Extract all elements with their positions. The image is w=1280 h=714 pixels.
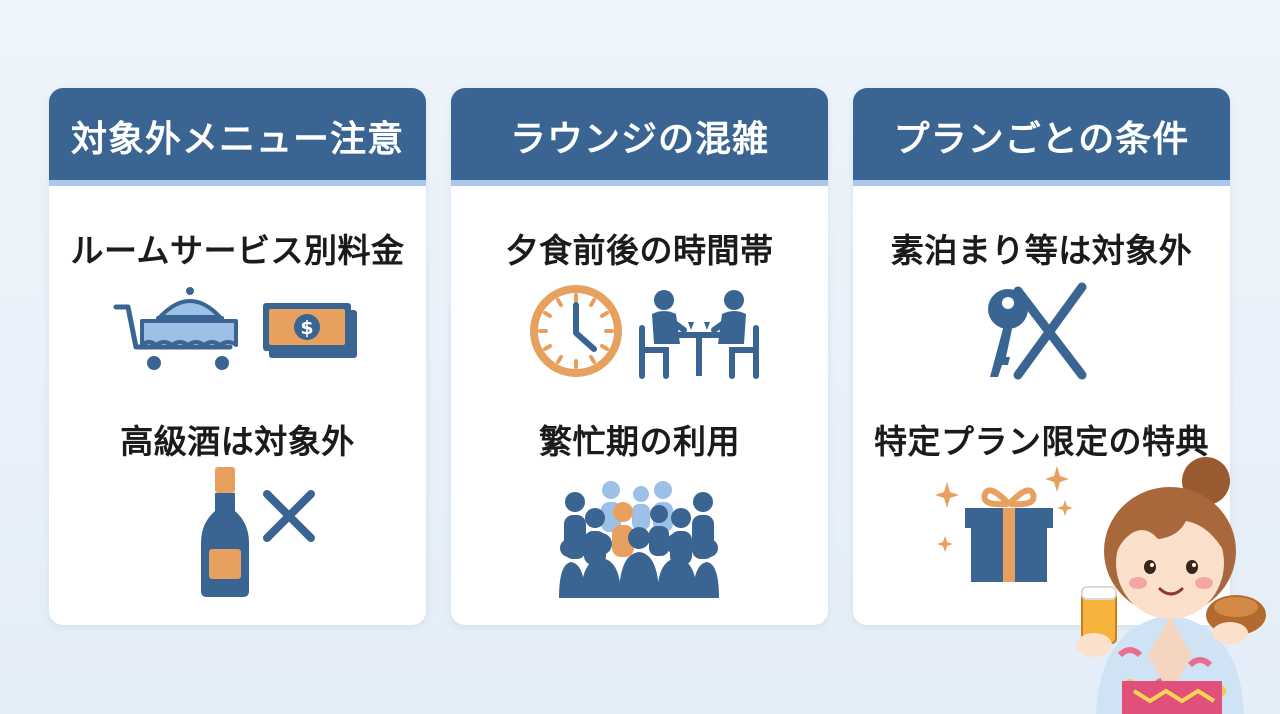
card-excluded-menu: 対象外メニュー注意 ルームサービス別料金 $ 高級酒は対象外 [49, 88, 426, 625]
cross-mark-icon [263, 490, 315, 542]
item-title: 夕食前後の時間帯 [505, 231, 774, 270]
item-title: 特定プラン限定の特典 [874, 422, 1209, 461]
card-header: ラウンジの混雑 [451, 88, 828, 186]
card-lounge-crowding: ラウンジの混雑 夕食前後の時間帯 [451, 88, 828, 625]
card-plan-conditions: プランごとの条件 素泊まり等は対象外 特定プラン限定の特典 [853, 88, 1230, 625]
item-title: 高級酒は対象外 [120, 422, 355, 461]
sparkle-icon [935, 466, 1073, 552]
item-title: ルームサービス別料金 [70, 231, 405, 270]
mascot-girl-illustration [1076, 457, 1266, 714]
crossed-key-icon [988, 282, 1087, 380]
room-service-cart-icon [113, 287, 238, 370]
item-title: 素泊まり等は対象外 [890, 231, 1193, 270]
money-bill-icon: $ [263, 303, 357, 358]
crowd-icon [559, 481, 719, 598]
clock-icon [530, 285, 622, 377]
champagne-bottle-icon [201, 467, 249, 597]
gift-box-icon [965, 487, 1053, 582]
item-title: 繁忙期の利用 [539, 422, 740, 461]
card-header: プランごとの条件 [853, 88, 1230, 186]
people-at-table-icon [639, 290, 759, 379]
money-symbol: $ [300, 317, 313, 339]
card-header: 対象外メニュー注意 [49, 88, 426, 186]
